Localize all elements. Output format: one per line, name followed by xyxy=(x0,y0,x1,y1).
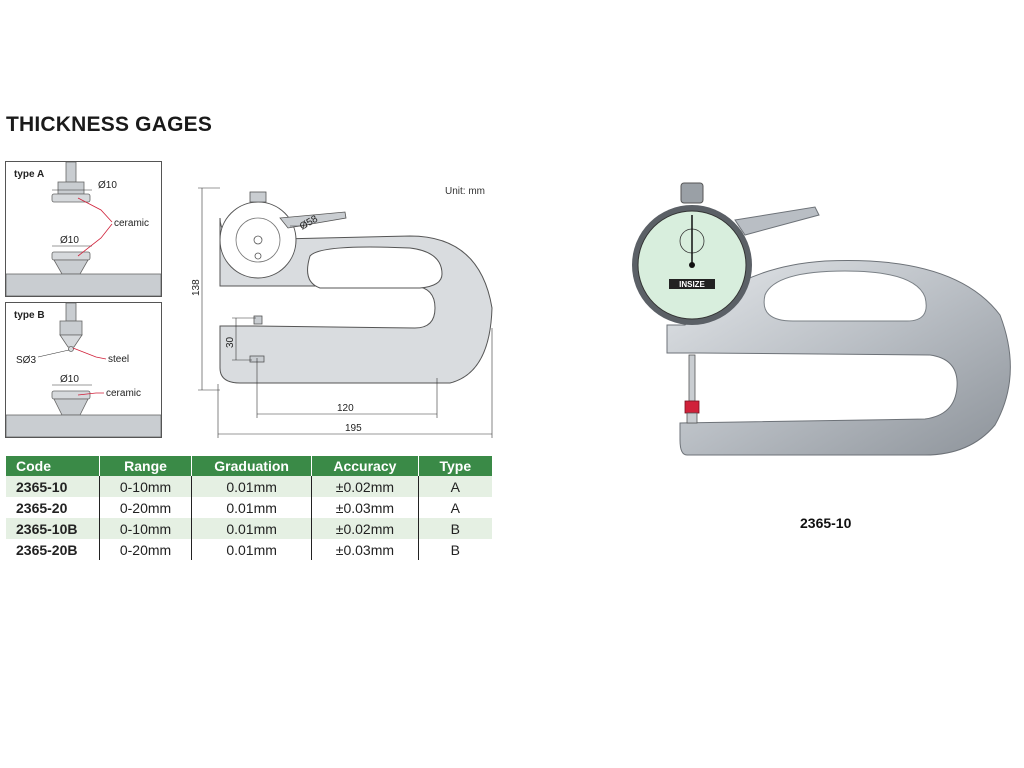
spec-table: Code Range Graduation Accuracy Type 2365… xyxy=(6,456,492,560)
type-a-label: type A xyxy=(14,169,44,180)
cell-range: 0-10mm xyxy=(99,476,193,497)
gage-red-knob xyxy=(684,400,700,414)
type-b-base xyxy=(6,414,161,437)
gage-spindle xyxy=(688,354,696,402)
header-accuracy: Accuracy xyxy=(311,456,419,476)
cell-type: B xyxy=(418,539,492,560)
type-b-top-material: steel xyxy=(108,354,129,365)
cell-accuracy: ±0.02mm xyxy=(311,518,419,539)
type-a-drawing: type A Ø10 Ø10 ceramic xyxy=(6,162,161,296)
header-range: Range xyxy=(99,456,193,476)
type-b-spindle xyxy=(59,320,83,336)
handle-opening xyxy=(307,246,443,289)
table-row: 2365-10 0-10mm 0.01mm ±0.02mm A xyxy=(6,476,492,497)
type-b-bottom-anvil xyxy=(51,390,91,400)
cell-code: 2365-10 xyxy=(6,476,101,497)
table-row: 2365-20 0-20mm 0.01mm ±0.03mm A xyxy=(6,497,492,518)
cell-range: 0-20mm xyxy=(99,539,193,560)
type-a-spindle-collar xyxy=(57,181,85,195)
header-code: Code xyxy=(6,456,101,476)
type-a-top-anvil xyxy=(51,193,91,203)
cell-accuracy: ±0.03mm xyxy=(311,539,419,560)
cell-accuracy: ±0.02mm xyxy=(311,476,419,497)
page-title: THICKNESS GAGES xyxy=(6,113,213,136)
type-a-spindle xyxy=(65,162,77,183)
gage-brand-plate xyxy=(669,279,715,289)
product-photo: INSIZE xyxy=(632,182,1011,456)
cell-range: 0-10mm xyxy=(99,518,193,539)
type-a-base xyxy=(6,273,161,296)
cell-graduation: 0.01mm xyxy=(191,497,313,518)
cell-code: 2365-10B xyxy=(6,518,101,539)
gage-handle-opening xyxy=(763,270,927,322)
cell-accuracy: ±0.03mm xyxy=(311,497,419,518)
dial-outline xyxy=(219,201,297,279)
type-a-material: ceramic xyxy=(114,218,149,229)
table-row: 2365-20B 0-20mm 0.01mm ±0.03mm B xyxy=(6,539,492,560)
type-a-top-dia: Ø10 xyxy=(98,180,117,191)
header-type: Type xyxy=(418,456,492,476)
dim-length: 195 xyxy=(345,423,362,434)
type-b-detail-box: type B SØ3 steel Ø10 ceramic xyxy=(5,302,162,438)
type-a-bottom-dia: Ø10 xyxy=(60,235,79,246)
cell-range: 0-20mm xyxy=(99,497,193,518)
type-b-bottom-material: ceramic xyxy=(106,388,141,399)
table-header-row: Code Range Graduation Accuracy Type xyxy=(6,456,492,476)
gage-dial-crown xyxy=(680,182,704,204)
type-a-bottom-anvil xyxy=(51,251,91,261)
type-b-sphere-tip xyxy=(59,334,83,348)
cell-type: A xyxy=(418,497,492,518)
type-b-bottom-dia: Ø10 xyxy=(60,374,79,385)
gage-brand-text: INSIZE xyxy=(679,280,705,289)
cell-code: 2365-20 xyxy=(6,497,101,518)
type-b-label: type B xyxy=(14,310,45,321)
dim-height: 138 xyxy=(191,279,202,296)
cell-graduation: 0.01mm xyxy=(191,518,313,539)
gage-lever xyxy=(734,206,820,236)
dimension-drawing: Ø58 138 30 120 195 xyxy=(191,187,493,438)
dim-gap: 30 xyxy=(225,336,236,348)
type-b-drawing: type B SØ3 steel Ø10 ceramic xyxy=(6,303,161,437)
cell-type: A xyxy=(418,476,492,497)
photo-caption: 2365-10 xyxy=(800,515,852,531)
header-graduation: Graduation xyxy=(191,456,313,476)
cell-graduation: 0.01mm xyxy=(191,476,313,497)
type-b-sphere: SØ3 xyxy=(16,355,36,366)
type-a-detail-box: type A Ø10 Ø10 ceramic xyxy=(5,161,162,297)
unit-label: Unit: mm xyxy=(445,186,485,197)
lever xyxy=(279,211,347,229)
table-row: 2365-10B 0-10mm 0.01mm ±0.02mm B xyxy=(6,518,492,539)
cell-graduation: 0.01mm xyxy=(191,539,313,560)
dial-crown xyxy=(249,191,267,203)
cell-type: B xyxy=(418,518,492,539)
cell-code: 2365-20B xyxy=(6,539,101,560)
dim-depth: 120 xyxy=(337,403,354,414)
